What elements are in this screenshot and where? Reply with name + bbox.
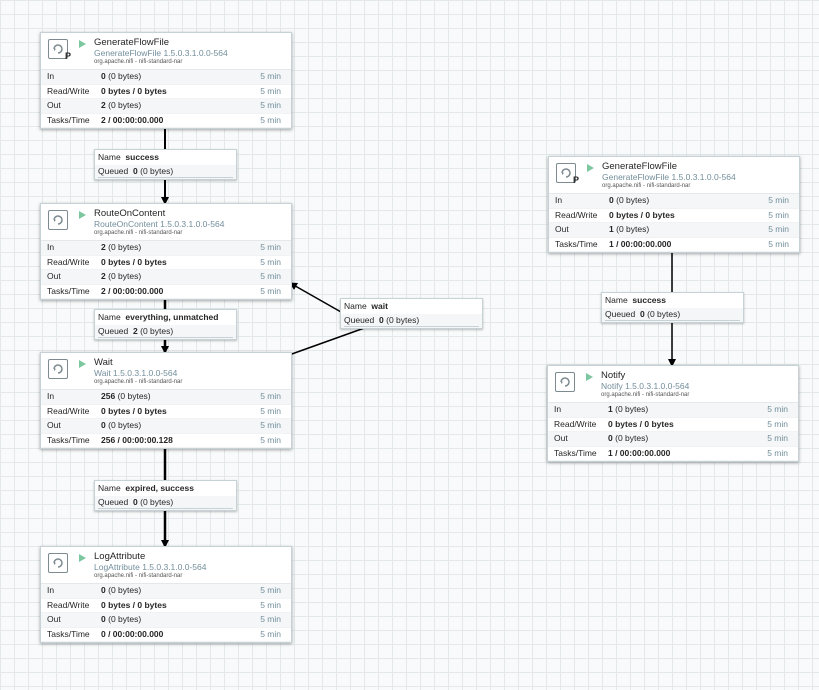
processor-bundle: org.apache.nifi - nifi-standard-nar <box>94 230 183 236</box>
processor-icon <box>48 553 68 573</box>
processor-bundle: org.apache.nifi - nifi-standard-nar <box>601 392 690 398</box>
running-icon <box>586 373 593 381</box>
processor-notify[interactable]: Notify Notify 1.5.0.3.1.0.0-564 org.apac… <box>547 365 799 462</box>
processor-name: LogAttribute <box>94 551 146 562</box>
processor-type: GenerateFlowFile 1.5.0.3.1.0.0-564 <box>94 48 228 58</box>
running-icon <box>79 40 86 48</box>
running-icon <box>79 211 86 219</box>
processor-name: RouteOnContent <box>94 208 166 219</box>
processor-type: GenerateFlowFile 1.5.0.3.1.0.0-564 <box>602 172 736 182</box>
processor-name: Notify <box>601 370 626 381</box>
processor-icon <box>556 163 576 183</box>
processor-bundle: org.apache.nifi - nifi-standard-nar <box>94 573 183 579</box>
processor-name: GenerateFlowFile <box>602 161 677 172</box>
processor-icon <box>48 39 68 59</box>
processor-generateflowfile[interactable]: P GenerateFlowFile GenerateFlowFile 1.5.… <box>40 32 292 129</box>
processor-icon <box>48 359 68 379</box>
processor-generateflowfile-2[interactable]: P GenerateFlowFile GenerateFlowFile 1.5.… <box>548 156 800 253</box>
processor-icon <box>555 372 575 392</box>
processor-type: Wait 1.5.0.3.1.0.0-564 <box>94 368 178 378</box>
processor-name: GenerateFlowFile <box>94 37 169 48</box>
processor-icon <box>48 210 68 230</box>
processor-type: Notify 1.5.0.3.1.0.0-564 <box>601 381 690 391</box>
processor-type: RouteOnContent 1.5.0.3.1.0.0-564 <box>94 219 225 229</box>
processor-logattribute[interactable]: LogAttribute LogAttribute 1.5.0.3.1.0.0-… <box>40 546 292 643</box>
running-icon <box>79 360 86 368</box>
processor-type: LogAttribute 1.5.0.3.1.0.0-564 <box>94 562 207 572</box>
processor-name: Wait <box>94 357 113 368</box>
primary-node-badge: P <box>573 175 580 185</box>
processor-bundle: org.apache.nifi - nifi-standard-nar <box>94 59 183 65</box>
running-icon <box>587 164 594 172</box>
processor-routeoncontent[interactable]: RouteOnContent RouteOnContent 1.5.0.3.1.… <box>40 203 292 300</box>
processor-bundle: org.apache.nifi - nifi-standard-nar <box>94 379 183 385</box>
primary-node-badge: P <box>65 51 72 61</box>
processor-bundle: org.apache.nifi - nifi-standard-nar <box>602 183 691 189</box>
processor-wait[interactable]: Wait Wait 1.5.0.3.1.0.0-564 org.apache.n… <box>40 352 292 449</box>
running-icon <box>79 554 86 562</box>
